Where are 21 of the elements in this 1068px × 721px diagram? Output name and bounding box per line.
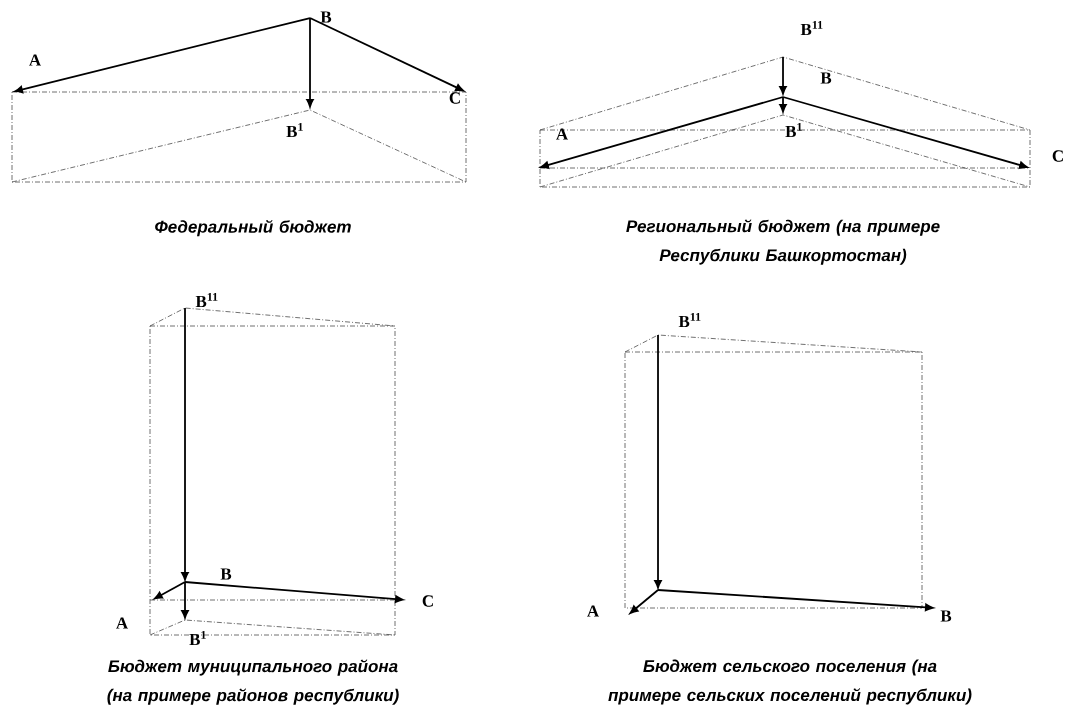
point-label: C <box>1052 150 1063 162</box>
point-label: C <box>449 92 460 104</box>
point-label: B$^{1}$ <box>286 122 303 138</box>
point-label: B$^{11}$ <box>678 312 701 328</box>
point-label: B <box>220 568 232 580</box>
point-label: A <box>29 54 41 66</box>
point-label: A <box>587 605 599 617</box>
point-label: B$^{11}$ <box>800 20 823 36</box>
point-label: B$^{11}$ <box>195 292 218 308</box>
point-label: A <box>556 128 568 140</box>
caption: Бюджет сельского поселения (на примере сельских поселений республики) <box>608 659 972 705</box>
caption: Региональный бюджет (на примере Республики Башкортостан) <box>626 219 940 265</box>
point-label: A <box>116 617 128 629</box>
point-label: C <box>422 595 433 607</box>
point-label: B <box>820 72 832 84</box>
caption: Бюджет муниципального района (на примере районов республики) <box>107 659 399 705</box>
point-label: B$^{1}$ <box>785 122 802 138</box>
point-label: B <box>940 610 952 622</box>
caption: Федеральный бюджет <box>155 219 351 237</box>
point-label: B <box>320 11 332 23</box>
point-label: B$^{1}$ <box>189 630 206 646</box>
